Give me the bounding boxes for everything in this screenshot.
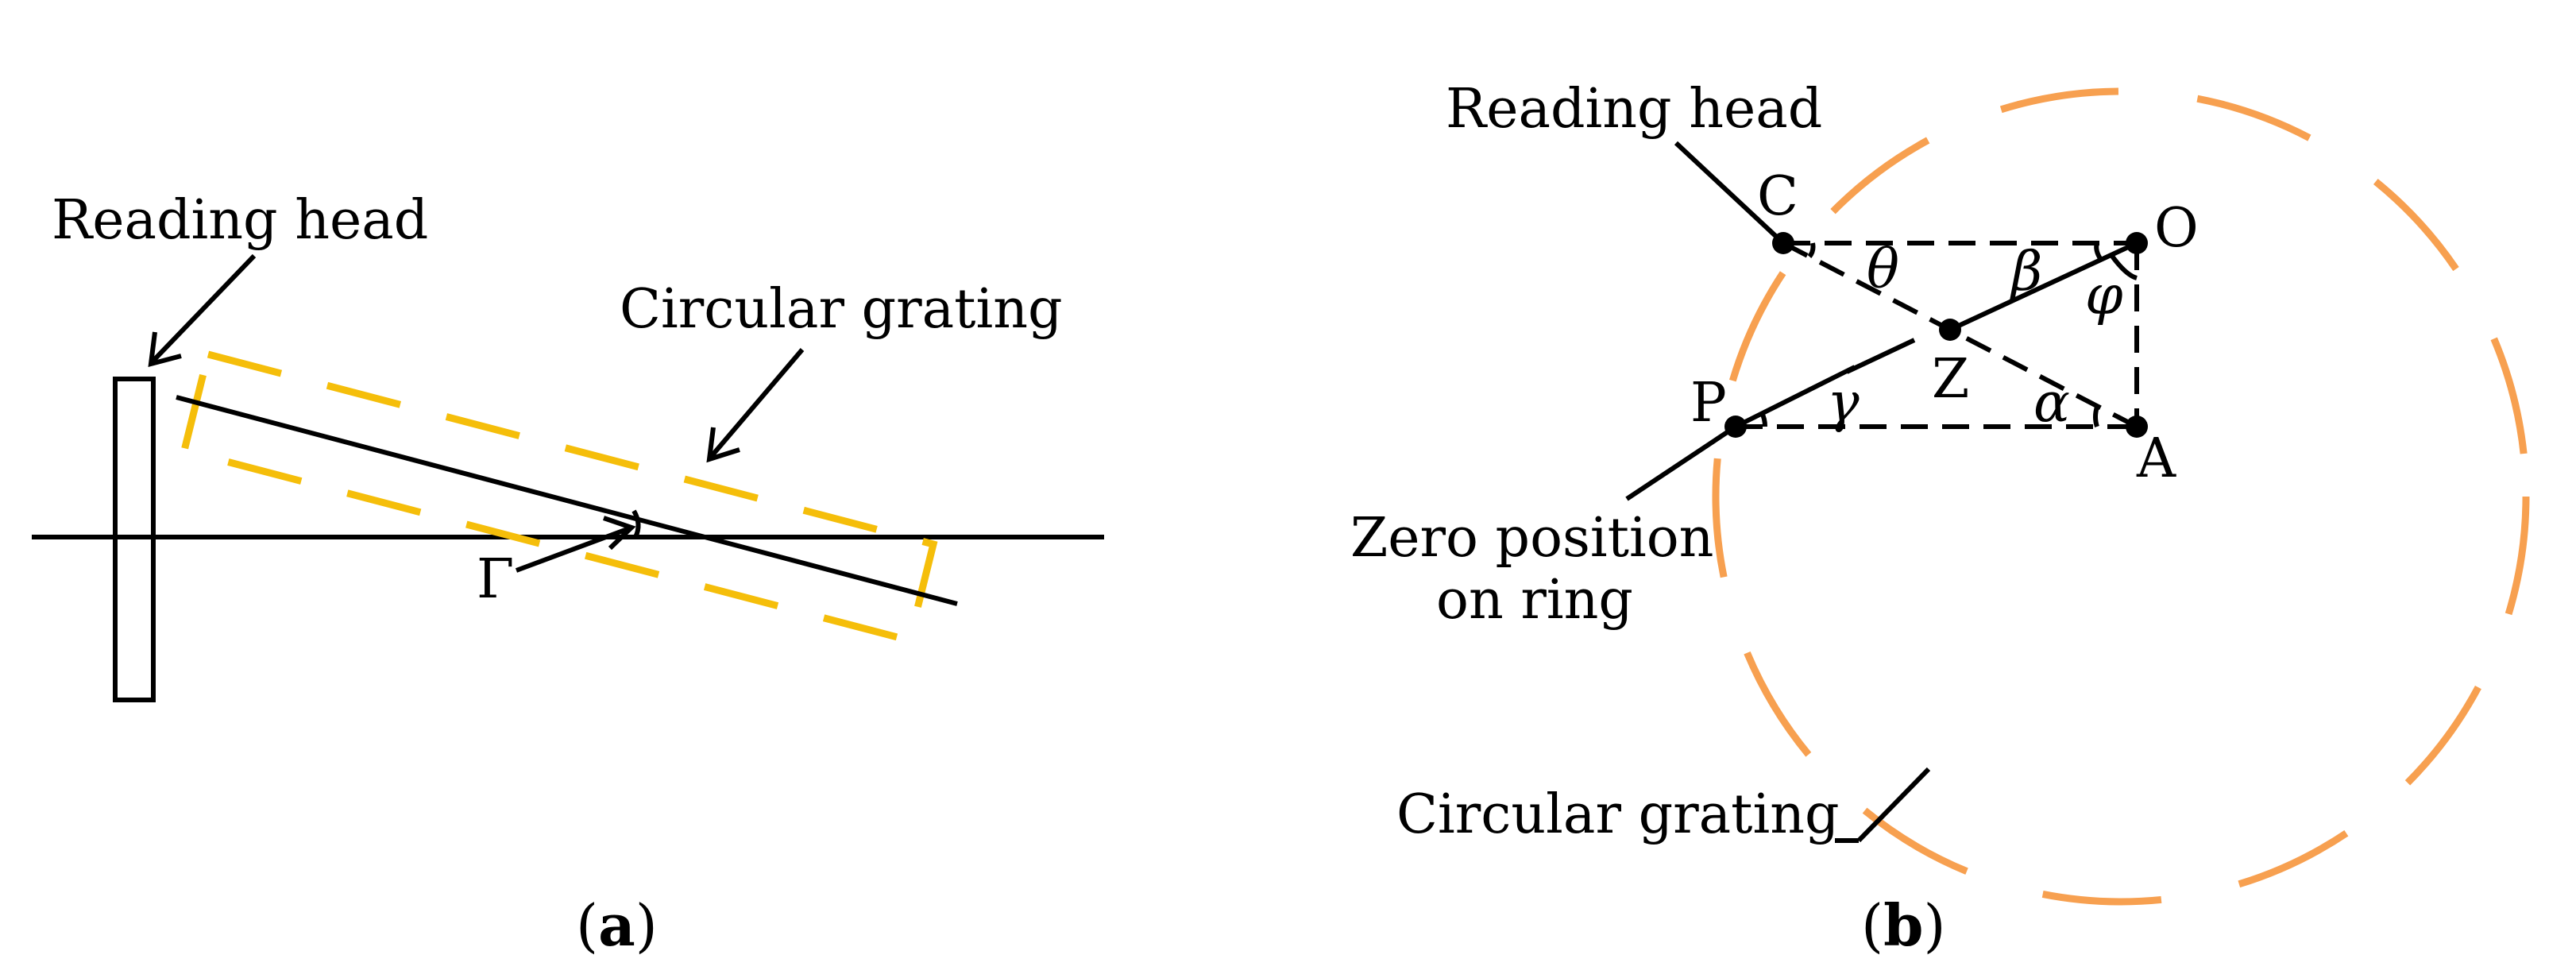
zero-position-label-line2: on ring [1436,569,1633,632]
angle-theta-label: θ [1867,238,1899,301]
arc-gamma [1759,412,1767,427]
reading-head-label-b: Reading head [1446,78,1822,141]
point-a [2126,416,2148,438]
caption-a: (a) [576,891,658,959]
point-a-label: A [2136,427,2176,490]
zero-position-label-line1: Zero position [1350,507,1713,570]
point-z [1939,319,1961,341]
reading-head-arrow-line-a [150,253,257,364]
angle-alpha-label: α [2033,372,2070,435]
line-z-o [1948,241,2138,332]
reading-head-arrowhead-a [148,331,182,368]
panel-a: Γ Reading head Circular grating (a) [32,189,1104,959]
arc-phi [2109,253,2138,280]
point-o [2126,232,2148,254]
line-p-z-segment [1734,365,1856,429]
grating-tilt-line [176,395,958,606]
angle-gamma-label: Γ [477,548,514,611]
angle-gamma-label-b: γ [1827,372,1860,435]
line-c-a [1782,241,2138,429]
grating-leader-b [1856,767,1931,843]
angle-phi-label: φ [2085,265,2123,327]
zero-position-leader [1625,424,1737,501]
reading-head-bar [113,377,156,702]
reading-head-leader-b [1674,141,1786,245]
reading-head-label-a: Reading head [52,189,428,252]
grating-label-a: Circular grating [620,278,1063,341]
arc-theta [1807,242,1816,258]
point-p-label: P [1690,372,1727,435]
point-o-label: O [2154,197,2199,260]
circular-grating-circle [1712,87,2530,906]
point-z-label: Z [1932,348,1969,411]
arc-alpha [2093,406,2099,427]
angle-pointer-line [515,525,633,573]
angle-gamma-arc [631,509,641,539]
grating-arrowhead-a [706,427,740,463]
grating-label-b: Circular grating [1396,783,1840,846]
angle-beta-label: β [2009,241,2042,303]
caption-b: (b) [1861,891,1946,959]
arc-beta [2094,242,2103,261]
panel-b: C O Z P A θ β φ γ α Reading head Zero po… [1350,78,2530,959]
tilted-grating-outline [180,350,938,645]
point-c-label: C [1757,165,1798,228]
grating-arrow-line-a [709,348,805,458]
angle-pointer-arrowhead [603,516,636,551]
line-p-z-segment-2 [1845,338,1916,374]
